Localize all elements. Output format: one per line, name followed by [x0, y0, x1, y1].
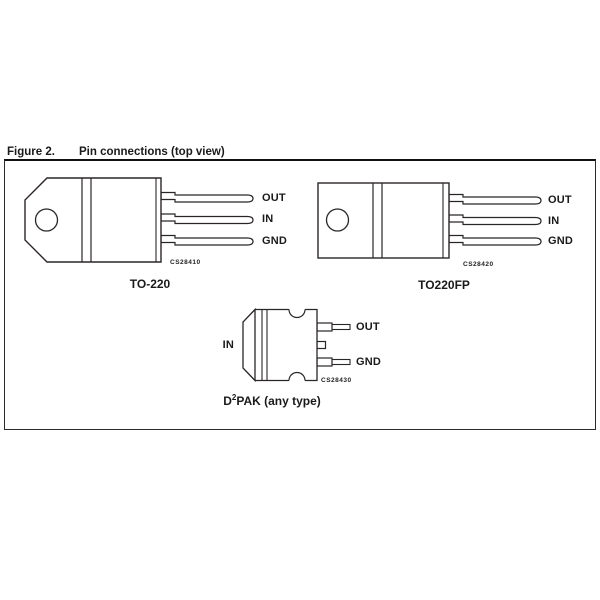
d2pak-name-sup: 2 — [231, 393, 237, 402]
d2pak-pin-base-gnd — [316, 357, 333, 367]
d2pak-lead-out — [331, 323, 351, 331]
to220-pin-gnd — [160, 234, 254, 246]
d2pak-pin-label-in: IN — [222, 339, 234, 351]
d2pak-pin-label-gnd: GND — [356, 355, 382, 368]
to220fp-pin-out — [448, 193, 542, 205]
to220fp-drawing-code: CS28420 — [463, 261, 494, 268]
d2pak-package-name: D2PAK (any type) — [197, 393, 347, 409]
d2pak-bottom-notch — [288, 371, 306, 381]
d2pak-pin-middle-stub — [316, 340, 327, 350]
to220fp-pin-label-out: OUT — [548, 194, 572, 206]
d2pak-name-d: D — [223, 394, 232, 408]
to220-body — [24, 177, 162, 263]
to220-pin-label-in: IN — [262, 213, 274, 225]
to220-mounting-hole — [34, 208, 59, 232]
to220fp-pin-label-gnd: GND — [548, 235, 574, 247]
d2pak-lead-gnd — [331, 358, 351, 366]
to220fp-pin-gnd — [448, 234, 542, 246]
figure-title: Pin connections (top view) — [79, 146, 225, 158]
d2pak-drawing — [242, 307, 351, 383]
d2pak-body-outline — [255, 308, 318, 382]
to220fp-drawing — [317, 182, 542, 259]
d2pak-drawing-code: CS28430 — [321, 377, 352, 384]
d2pak-tab — [242, 307, 256, 383]
d2pak-pin-label-out: OUT — [356, 320, 380, 333]
to220-pin-out — [160, 191, 254, 203]
d2pak-body-fill — [255, 309, 317, 381]
to220fp-pin-in — [448, 214, 542, 226]
d2pak-top-notch — [288, 309, 306, 319]
to220fp-mounting-hole — [325, 208, 350, 232]
to220-package-name: TO-220 — [129, 277, 171, 291]
to220-pin-label-gnd: GND — [262, 234, 288, 247]
figure-number: Figure 2. — [7, 146, 55, 158]
to220-pin-label-out: OUT — [262, 192, 286, 204]
d2pak-name-rest: PAK (any type) — [236, 394, 321, 408]
d2pak-pin-base-out — [316, 322, 333, 332]
to220fp-package-name: TO220FP — [418, 278, 470, 292]
to220-drawing — [24, 177, 254, 263]
to220-pin-in — [160, 213, 254, 225]
to220-drawing-code: CS28410 — [170, 259, 201, 266]
to220fp-body — [317, 182, 450, 259]
to220fp-pin-label-in: IN — [548, 214, 560, 227]
